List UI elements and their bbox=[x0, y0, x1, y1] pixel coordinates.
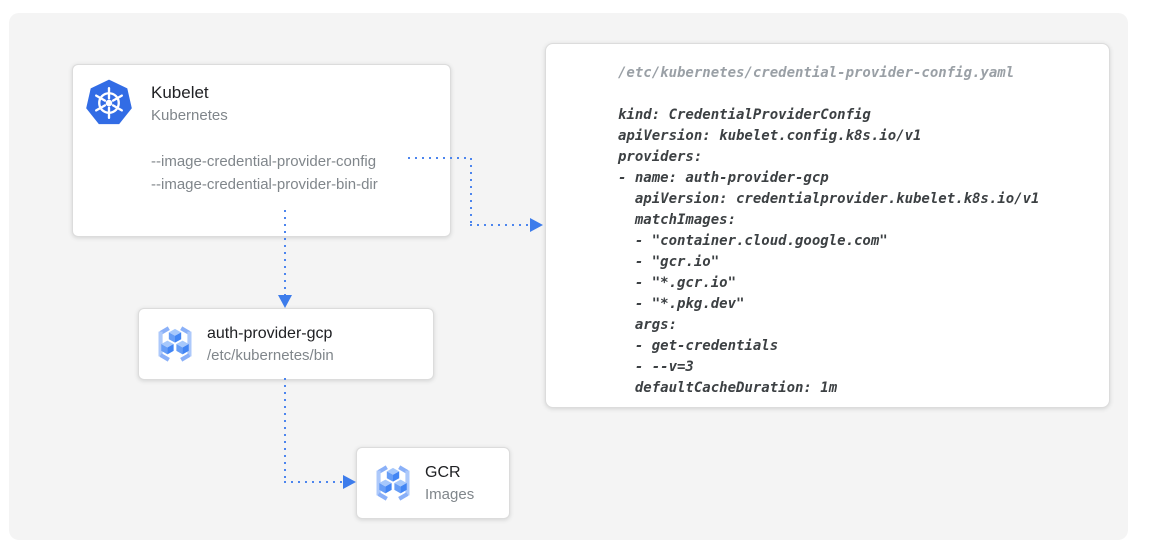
kubelet-title: Kubelet bbox=[151, 83, 209, 102]
container-registry-icon bbox=[371, 461, 415, 505]
config-yaml-code: kind: CredentialProviderConfig apiVersio… bbox=[618, 107, 1040, 396]
flag-image-credential-provider-bin-dir: --image-credential-provider-bin-dir bbox=[151, 176, 378, 193]
gcr-title: GCR bbox=[425, 464, 461, 481]
container-registry-icon bbox=[153, 322, 197, 366]
config-file-path: /etc/kubernetes/credential-provider-conf… bbox=[618, 65, 1015, 81]
arrowhead-to-auth-provider-icon bbox=[278, 295, 292, 308]
arrowhead-to-gcr-icon bbox=[343, 475, 356, 489]
gcr-subtitle: Images bbox=[425, 486, 475, 503]
connector-config-to-yaml-seg3 bbox=[470, 224, 529, 226]
auth-provider-gcp-title: auth-provider-gcp bbox=[207, 325, 333, 342]
connector-auth-provider-to-gcr-seg1 bbox=[284, 378, 286, 482]
kubelet-subtitle: Kubernetes bbox=[151, 107, 228, 124]
auth-provider-gcp-path: /etc/kubernetes/bin bbox=[207, 347, 334, 364]
auth-provider-gcp-node: auth-provider-gcp /etc/kubernetes/bin bbox=[138, 308, 434, 380]
kubernetes-icon bbox=[84, 78, 134, 128]
credential-provider-config-panel: /etc/kubernetes/credential-provider-conf… bbox=[545, 43, 1110, 408]
connector-config-to-yaml-seg1 bbox=[408, 157, 470, 159]
arrowhead-to-yaml-panel-icon bbox=[530, 218, 543, 232]
connector-auth-provider-to-gcr-seg2 bbox=[284, 481, 343, 483]
gcr-node: GCR Images bbox=[356, 447, 510, 519]
kubelet-node: Kubelet Kubernetes --image-credential-pr… bbox=[72, 64, 451, 237]
kubelet-flags: --image-credential-provider-config --ima… bbox=[151, 150, 378, 196]
connector-config-to-yaml-seg2 bbox=[470, 158, 472, 225]
flag-image-credential-provider-config: --image-credential-provider-config bbox=[151, 153, 377, 170]
connector-kubelet-to-auth-provider bbox=[284, 210, 286, 295]
